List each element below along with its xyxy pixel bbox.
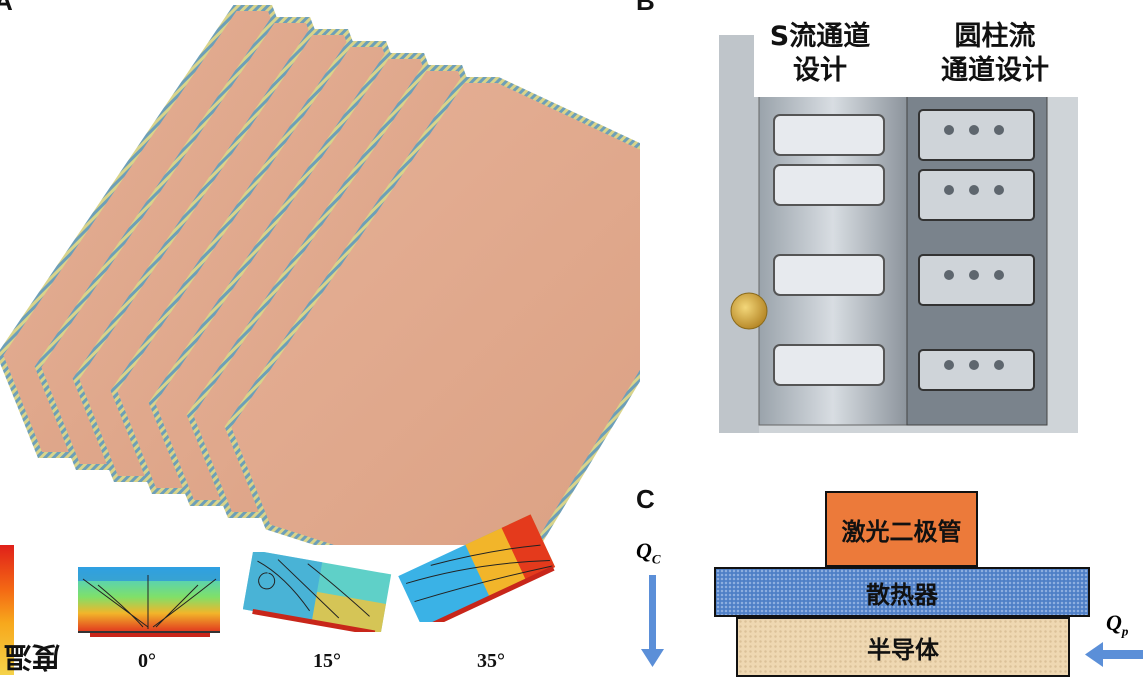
colorbar-label: 温度 xyxy=(3,644,64,672)
fin-plate xyxy=(224,77,640,545)
semiconductor-block: 半导体 xyxy=(736,617,1070,677)
fin-stack xyxy=(0,5,640,545)
angle-label-0: 0° xyxy=(138,650,156,672)
laser-diode-block: 激光二极管 xyxy=(825,491,978,567)
coin xyxy=(730,292,768,330)
panel-letter-c: C xyxy=(636,484,655,514)
semiconductor-label: 半导体 xyxy=(867,635,939,664)
pin-channel-label: 圆柱流 通道设计 xyxy=(941,21,1049,86)
angle-label-35: 35° xyxy=(477,650,505,672)
pin-holes xyxy=(944,125,1004,370)
angle-label-15: 15° xyxy=(313,650,341,672)
panel-letter-a: A xyxy=(0,0,13,16)
s-channel-label: S流通道 设计 xyxy=(769,21,871,86)
flow-sim-0deg xyxy=(78,567,220,637)
s-channel xyxy=(773,114,885,386)
pin-channel xyxy=(918,109,1035,391)
heatsink-block: 散热器 xyxy=(714,567,1090,617)
cooling-block-photo xyxy=(719,35,1078,433)
flow-sim-35deg xyxy=(398,514,556,622)
qc-down-arrow xyxy=(641,575,664,667)
qc-label: QC xyxy=(636,538,661,567)
qp-label: Qp xyxy=(1106,610,1129,639)
panel-letter-b: B xyxy=(636,0,655,16)
flow-sim-15deg xyxy=(243,552,392,632)
qp-left-arrow xyxy=(1085,642,1143,667)
heatsink-label: 散热器 xyxy=(866,580,938,609)
temperature-colorbar xyxy=(0,545,14,675)
laser-diode-label: 激光二极管 xyxy=(841,517,962,546)
fin-array-illustration xyxy=(0,5,640,545)
